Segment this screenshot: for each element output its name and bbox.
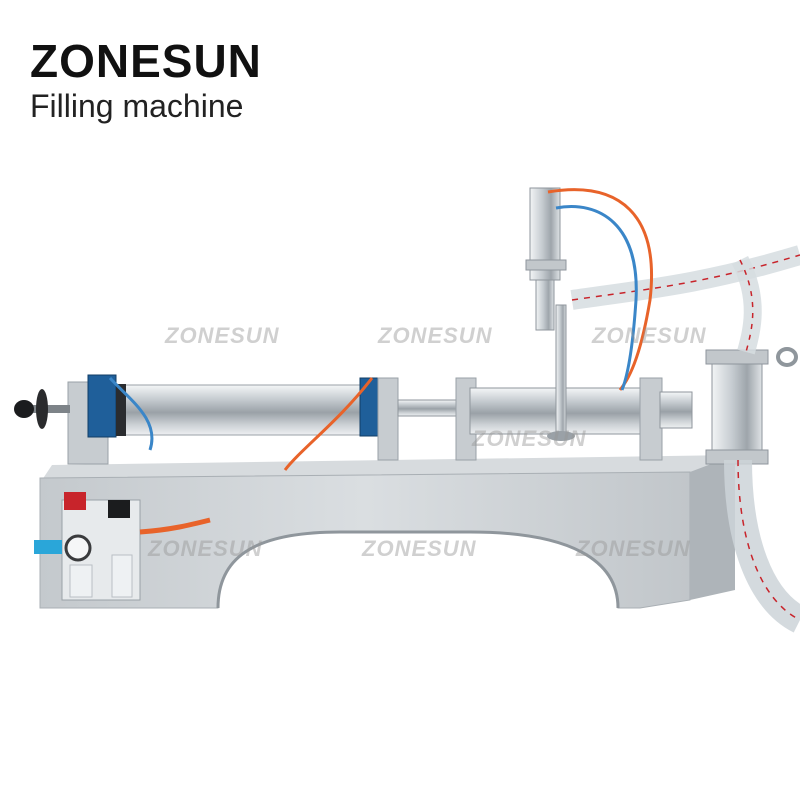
handwheel-shaft: [30, 405, 70, 413]
cylinder-endcap-left: [87, 374, 117, 438]
watermark: ZONESUN: [576, 536, 691, 561]
piston-rod: [397, 399, 461, 417]
watermark: ZONESUN: [148, 536, 263, 561]
air-tube-orange: [547, 188, 653, 391]
watermark: ZONESUN: [362, 536, 477, 561]
air-inlet-fitting: [34, 540, 62, 554]
material-cylinder-frame-right: [639, 377, 663, 461]
watermark: ZONESUN: [378, 323, 493, 348]
inlet-hose: [570, 245, 800, 310]
nozzle-body: [535, 279, 555, 331]
base-arch: [216, 530, 620, 609]
watermark: ZONESUN: [165, 323, 280, 348]
watermark: ZONESUN: [592, 323, 707, 348]
air-tube-blue: [555, 205, 638, 391]
watermark: ZONESUN: [472, 426, 587, 451]
right-mount-block: [377, 377, 399, 461]
brand-title: ZONESUN: [30, 35, 262, 87]
pressure-gauge: [64, 534, 92, 562]
handwheel-knob: [14, 400, 34, 418]
product-subtitle: Filling machine: [30, 88, 244, 124]
tee-fitting: [711, 357, 763, 459]
outlet-hose: [724, 459, 800, 633]
air-cylinder: [107, 384, 371, 436]
nozzle-tube: [555, 304, 567, 441]
base-side: [690, 455, 735, 600]
